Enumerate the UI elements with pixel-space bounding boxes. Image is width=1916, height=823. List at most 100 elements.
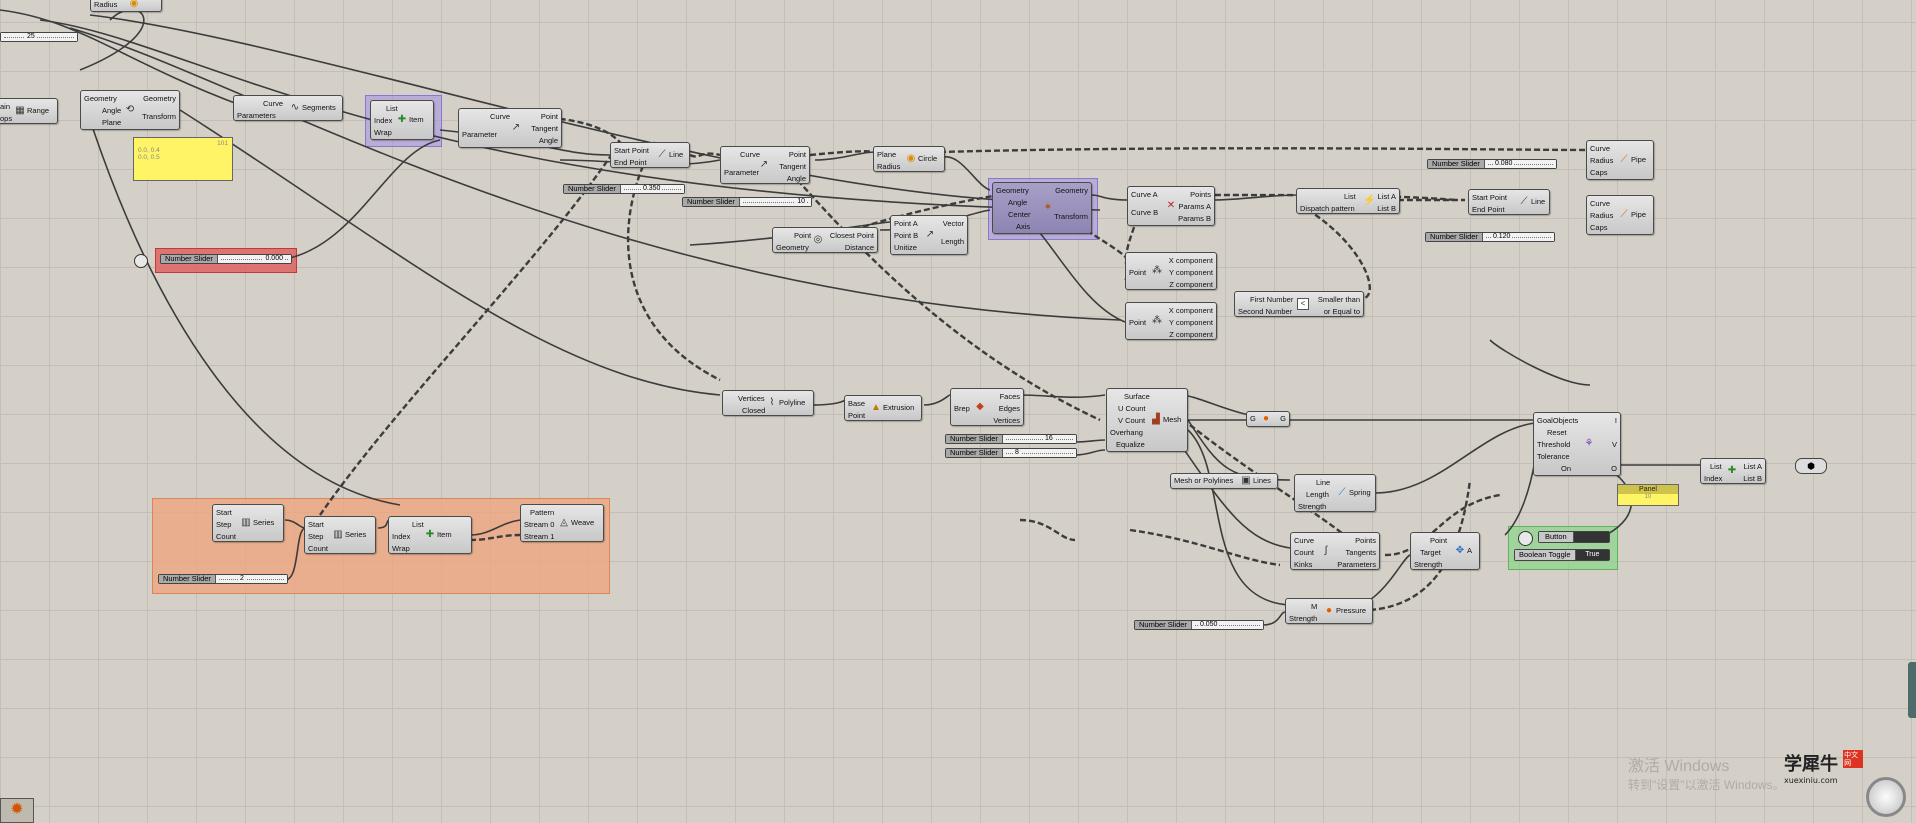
input-geometry: Geometry xyxy=(996,186,1029,195)
slider-label: Number Slider xyxy=(683,198,740,206)
xyz-icon: ⁂ xyxy=(1152,315,1162,326)
input-curve: Curve xyxy=(490,112,511,121)
number-slider-16[interactable]: Number Slider 16 xyxy=(945,434,1077,444)
number-slider-10[interactable]: Number Slider 10 xyxy=(682,197,812,207)
circle-label: Circle xyxy=(918,154,938,163)
windows-activation-line1: 激活 Windows xyxy=(1628,758,1730,775)
range-icon: ▦ xyxy=(15,105,25,116)
button-label: Button xyxy=(1539,532,1574,542)
output-o: O xyxy=(1611,464,1617,473)
output-points: Points xyxy=(1190,190,1211,199)
output-parameters: Parameters xyxy=(1337,560,1376,569)
boolean-toggle[interactable]: Boolean Toggle True xyxy=(1514,549,1610,561)
output-angle: Angle xyxy=(786,174,806,183)
logo-badge: 中文网 xyxy=(1843,750,1864,768)
number-slider-8[interactable]: Number Slider 8 xyxy=(945,448,1077,458)
input-point: Point xyxy=(1129,318,1147,327)
slider-value: 0.050 xyxy=(1197,621,1220,629)
input-step: Step xyxy=(216,520,232,529)
navigation-compass-icon[interactable] xyxy=(1866,777,1906,817)
number-slider-2[interactable]: Number Slider 2 xyxy=(158,574,288,584)
panel-title: Panel xyxy=(1618,485,1678,494)
input-index: Index xyxy=(374,116,393,125)
input-point: Point xyxy=(848,411,866,420)
input-radius: Radius xyxy=(1590,211,1614,220)
right-edge-scroll-tab[interactable] xyxy=(1908,662,1916,718)
number-slider-0350[interactable]: Number Slider 0.350 xyxy=(563,184,685,194)
line-icon: ⟋ xyxy=(658,149,666,160)
slider-label: Number Slider xyxy=(1428,160,1485,168)
output-faces: Faces xyxy=(999,392,1020,401)
gg-component[interactable]: G ● G xyxy=(1246,411,1290,427)
preview-hex-icon[interactable]: ⬢ xyxy=(1795,458,1827,474)
output-geometry: Geometry xyxy=(1055,186,1088,195)
brep-icon: ◆ xyxy=(976,401,984,412)
panel-content: 10 xyxy=(1644,494,1652,500)
toggle-value[interactable]: True xyxy=(1575,550,1609,560)
number-slider-0050[interactable]: Number Slider 0.050 xyxy=(1134,620,1264,630)
button-face[interactable] xyxy=(1573,532,1609,542)
output-or-equal-to: or Equal to xyxy=(1323,307,1360,316)
input-point: Point xyxy=(1430,536,1448,545)
series-label: Series xyxy=(253,518,275,527)
canvas-tree-icon[interactable]: ✹ xyxy=(0,798,34,823)
series-icon: ▥ xyxy=(241,517,251,528)
input-wrap: Wrap xyxy=(392,544,410,553)
input-v-count: V Count xyxy=(1118,416,1146,425)
pipe-label: Pipe xyxy=(1631,210,1647,219)
number-slider-red[interactable]: Number Slider 0.000 xyxy=(160,254,292,264)
line-label: Line xyxy=(669,150,684,159)
number-slider-0120[interactable]: Number Slider 0.120 xyxy=(1425,232,1555,242)
input-list: List xyxy=(386,104,398,113)
yellow-panel[interactable]: 101 0.0, 0.4 0.0, 0.5 xyxy=(133,137,233,181)
xuexiniu-logo: 学犀牛 中文网 xuexiniu.com xyxy=(1784,750,1884,790)
output-closest-point: Closest Point xyxy=(829,231,874,240)
slider-endpoint-circle[interactable] xyxy=(134,254,148,268)
mesh-lines-component[interactable]: Mesh or Polylines ▣Lines xyxy=(1170,473,1278,489)
button-param[interactable]: Button xyxy=(1538,531,1610,543)
vector-icon: ↗ xyxy=(925,229,935,240)
input-overhang: Overhang xyxy=(1110,428,1143,437)
input-second-number: Second Number xyxy=(1238,307,1293,316)
number-slider-0080[interactable]: Number Slider 0.080 xyxy=(1427,159,1557,169)
radius-component[interactable]: Radius ◉ xyxy=(90,0,162,12)
extrusion-label: Extrusion xyxy=(883,403,915,412)
number-slider-top[interactable]: 25 xyxy=(0,32,78,42)
input-curve-b: Curve B xyxy=(1131,208,1159,217)
button-endpoint-circle[interactable] xyxy=(1518,531,1533,546)
small-panel[interactable]: Panel 10 xyxy=(1617,484,1679,506)
